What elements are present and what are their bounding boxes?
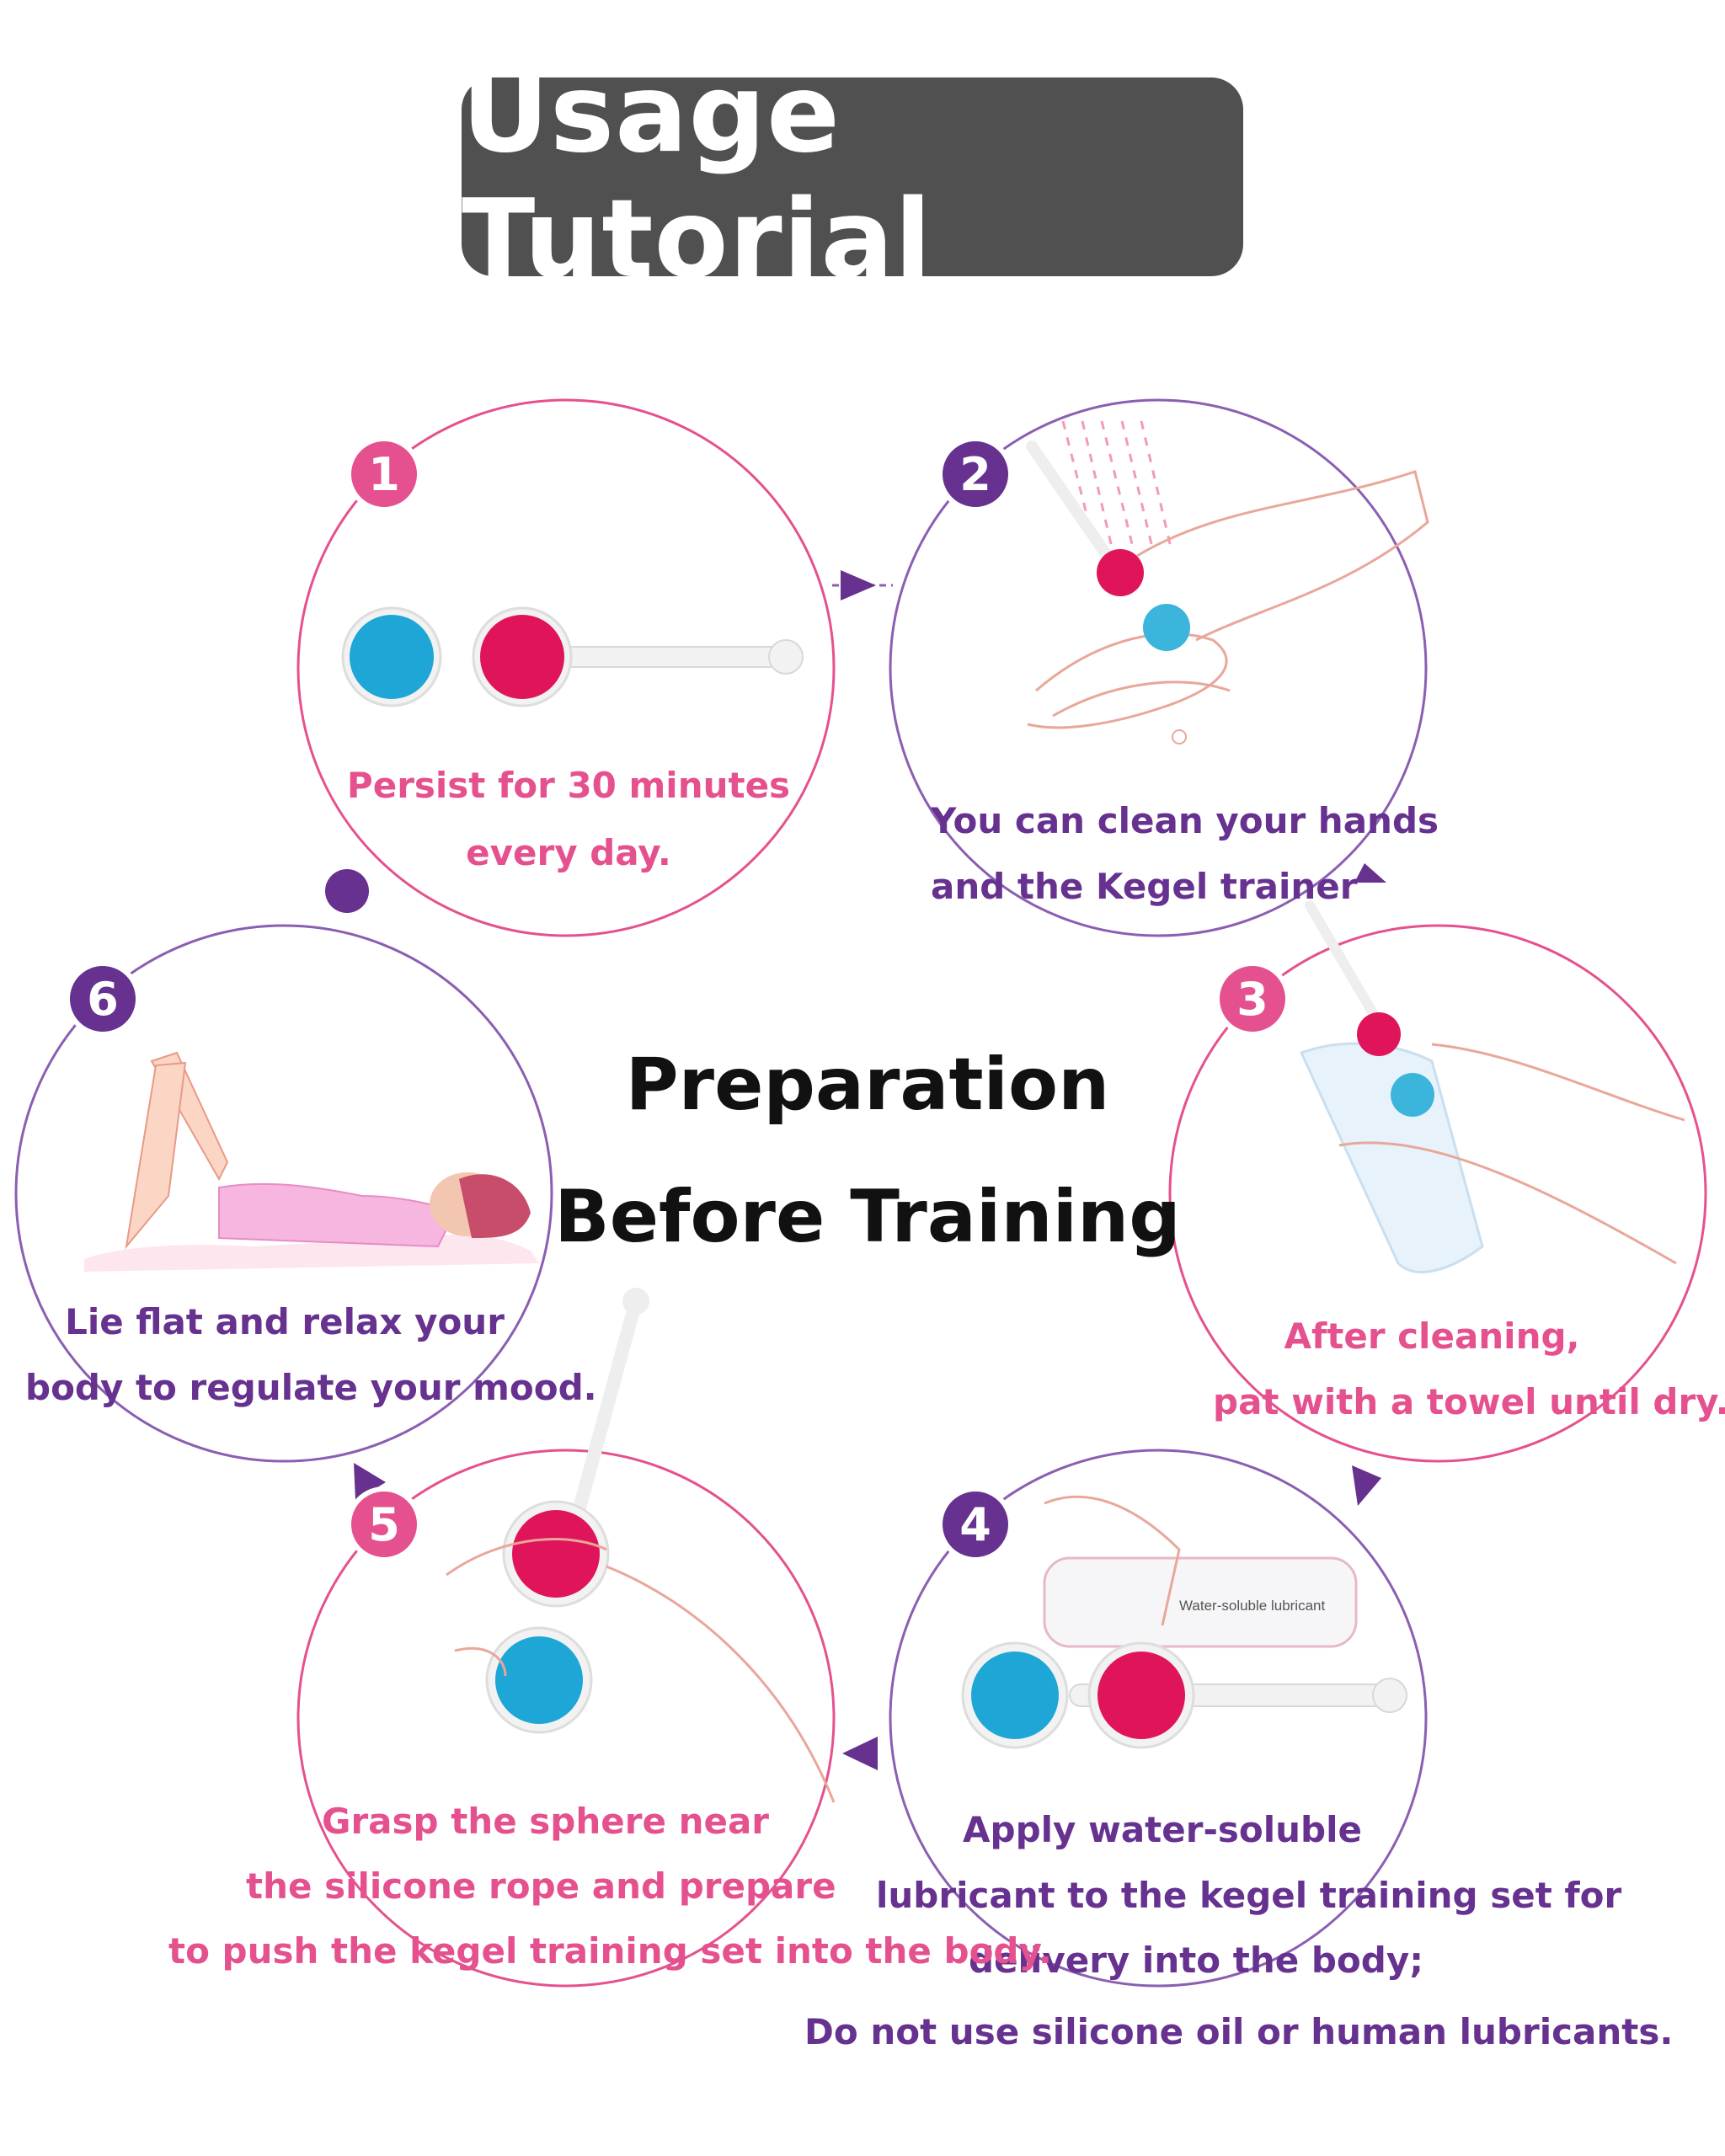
step-1-badge [346, 436, 422, 512]
step-1-text-line-1: Persist for 30 minutes [346, 765, 791, 806]
step-2-badge [937, 436, 1013, 512]
step-5-text-line-1: Grasp the sphere near [322, 1801, 770, 1842]
step-6-badge [65, 961, 141, 1037]
step-1-circle [296, 398, 836, 937]
arrow-5-to-6 [354, 1463, 386, 1501]
step-6-circle [14, 924, 553, 1463]
step-4-number: 4 [959, 1498, 991, 1551]
arrow-2-to-3 [1354, 863, 1386, 883]
towel-illustration [1299, 900, 1685, 1273]
step-5-circle [296, 1449, 836, 1988]
lubricant-illustration [961, 1495, 1407, 1749]
step-2-text-line-1: You can clean your hands [931, 800, 1439, 841]
step-3-number: 3 [1236, 973, 1268, 1026]
step-5-number: 5 [368, 1498, 400, 1551]
step-6-text-line-2: body to regulate your mood. [25, 1367, 597, 1408]
step-3-badge [1215, 961, 1290, 1037]
step-5-badge [346, 1486, 422, 1562]
step-5-text-line-2: the silicone rope and prepare [246, 1865, 836, 1907]
step-6-text-line-1: Lie flat and relax your [65, 1301, 505, 1342]
step-1-number: 1 [368, 448, 400, 501]
step-3-circle [1168, 924, 1707, 1463]
step-4-text-line-2: lubricant to the kegel training set for [876, 1875, 1622, 1916]
step-2-text-line-2: and the Kegel trainer [931, 866, 1358, 907]
step-4-text-line-4: Do not use silicone oil or human lubrica… [804, 2011, 1674, 2052]
lying-woman-illustration [84, 1051, 539, 1272]
step-4-circle [889, 1449, 1428, 1988]
step-1-text-line-2: every day. [466, 832, 671, 873]
step-4-text-line-1: Apply water-soluble [963, 1809, 1362, 1850]
center-title-line-1: Preparation [625, 1043, 1110, 1127]
arrow-1-to-2 [841, 570, 876, 600]
connector-dot [325, 869, 369, 913]
step-5-text-line-3: to push the kegel training set into the … [168, 1930, 1052, 1972]
arrow-3-to-4 [1352, 1465, 1381, 1506]
step-2-circle [889, 398, 1428, 937]
grasp-illustration [446, 1288, 836, 1803]
kegel-balls-illustration [341, 606, 804, 707]
step-4-badge [937, 1486, 1013, 1562]
step-6-number: 6 [87, 973, 119, 1026]
step-badges [65, 436, 1290, 1562]
step-4-text-line-3: delivery into the body; [969, 1940, 1424, 1981]
step-3-text-line-1: After cleaning, [1284, 1315, 1580, 1357]
title-banner: Usage Tutorial [462, 51, 1243, 302]
page-title: Usage Tutorial [462, 51, 932, 302]
arrow-4-to-5 [842, 1737, 878, 1770]
step-2-number: 2 [959, 448, 991, 501]
bottle-label: Water-soluble lubricant [1179, 1598, 1326, 1614]
center-title-line-2: Before Training [554, 1175, 1181, 1259]
step-3-text-line-2: pat with a towel until dry. [1213, 1381, 1725, 1422]
washing-hands-illustration [1026, 420, 1429, 744]
